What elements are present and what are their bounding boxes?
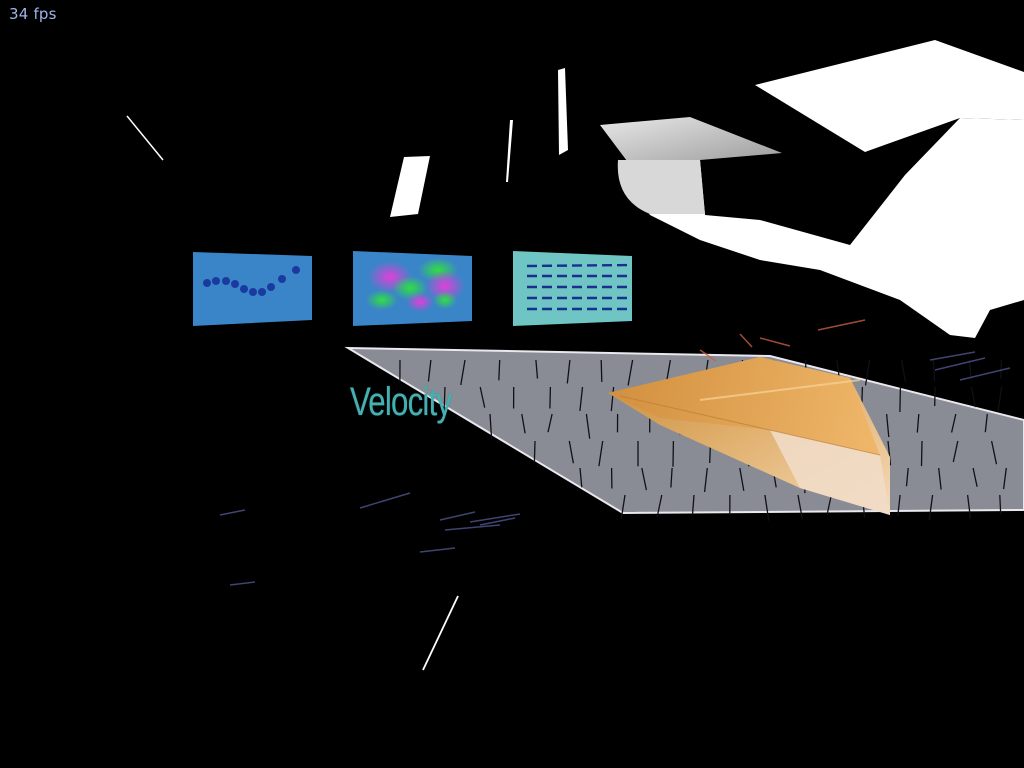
vector-needle	[670, 467, 673, 488]
vector-needle	[665, 359, 672, 382]
vector-needle	[938, 467, 942, 490]
velocity-streak	[359, 492, 411, 509]
vector-needle	[897, 494, 901, 516]
velocity-streak	[469, 513, 521, 523]
vector-needle	[585, 413, 591, 439]
vector-needle	[950, 413, 957, 433]
velocity-streak	[219, 509, 246, 516]
vector-needle	[627, 359, 634, 386]
vector-needle	[968, 359, 972, 380]
vector-needle	[427, 359, 432, 382]
dashed-lines-icon	[526, 263, 633, 311]
vector-needle	[579, 386, 584, 411]
vector-needle	[887, 440, 892, 466]
vector-needle	[826, 494, 832, 515]
vector-needle	[885, 413, 890, 438]
vector-needle	[598, 440, 604, 467]
velocity-streak	[959, 367, 1011, 381]
vector-needle	[443, 386, 446, 411]
vector-needle	[997, 386, 1003, 411]
velocity-streak	[934, 357, 986, 371]
textured-wedge[interactable]	[608, 357, 890, 515]
velocity-streak	[929, 351, 976, 361]
background-debris	[126, 40, 1024, 671]
vector-needle	[535, 359, 539, 379]
vector-needle	[952, 440, 959, 463]
fps-counter: 34 fps	[9, 5, 57, 23]
velocity-streak	[419, 547, 456, 553]
color-blobs-icon	[366, 258, 465, 312]
vector-needle	[656, 494, 663, 518]
vector-needle	[928, 494, 934, 521]
vector-needle	[984, 413, 988, 433]
vector-needle	[966, 494, 972, 519]
vector-needle	[703, 467, 708, 492]
vector-needle	[990, 440, 998, 465]
wave-dots-icon	[203, 266, 300, 296]
vector-needle	[691, 494, 695, 515]
vector-needle	[547, 413, 553, 433]
vector-needle	[521, 413, 526, 434]
vector-needle	[916, 413, 920, 433]
vector-needle	[479, 386, 486, 408]
vector-needle	[970, 386, 977, 408]
vector-needle	[489, 413, 493, 440]
orange-sparks	[699, 319, 866, 362]
vector-needle	[797, 494, 804, 520]
vector-needle	[864, 359, 871, 386]
velocity-streak	[229, 581, 256, 586]
vector-needle	[620, 494, 626, 519]
vector-needle	[920, 440, 923, 467]
vector-needle	[566, 359, 571, 384]
vector-needle	[460, 359, 466, 386]
vector-needle	[610, 386, 615, 412]
vector-needle	[764, 494, 770, 521]
vector-needle	[498, 359, 501, 381]
vector-needle	[899, 386, 902, 413]
vector-needle	[972, 467, 978, 487]
velocity-label: Velocity	[350, 380, 452, 424]
particle-trail-panel[interactable]	[193, 252, 312, 326]
vector-needle	[600, 359, 603, 382]
vector-field-panel[interactable]	[513, 251, 633, 326]
vector-needle	[1002, 467, 1007, 490]
velocity-streaks	[219, 351, 1011, 586]
vector-needle	[641, 467, 648, 491]
vector-needle	[900, 359, 907, 382]
density-blob-panel[interactable]	[353, 251, 472, 326]
vector-needle	[549, 386, 552, 409]
velocity-streak	[479, 517, 516, 526]
vector-needle	[905, 467, 909, 487]
vector-needle	[739, 467, 745, 491]
vector-needle	[932, 359, 936, 382]
vector-needle	[999, 494, 1002, 515]
vector-needle	[533, 440, 536, 463]
vector-needle	[568, 440, 575, 464]
vector-needle	[1000, 359, 1002, 379]
velocity-streak	[439, 511, 476, 521]
vector-needle	[579, 467, 583, 488]
velocity-streak	[444, 524, 501, 531]
